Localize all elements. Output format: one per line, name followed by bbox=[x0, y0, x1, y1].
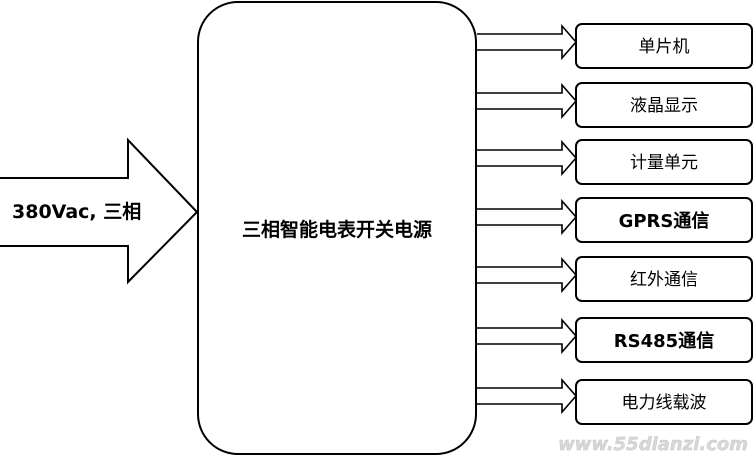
output-arrow bbox=[477, 377, 578, 415]
output-item-plc: 电力线载波 bbox=[477, 377, 753, 425]
output-arrow bbox=[477, 82, 578, 120]
output-item-gprs: GPRS通信 bbox=[477, 197, 753, 243]
output-arrow bbox=[477, 198, 578, 236]
output-arrow bbox=[477, 23, 578, 61]
output-box bbox=[575, 139, 753, 185]
output-item-mcu: 单片机 bbox=[477, 23, 753, 69]
output-box bbox=[575, 197, 753, 243]
output-item-lcd: 液晶显示 bbox=[477, 82, 753, 128]
output-label: 红外通信 bbox=[630, 270, 698, 290]
output-label: 电力线载波 bbox=[622, 393, 707, 413]
output-box bbox=[575, 23, 753, 69]
center-label: 三相智能电表开关电源 bbox=[242, 218, 432, 241]
input-label: 380Vac, 三相 bbox=[12, 201, 141, 223]
center-block: 三相智能电表开关电源 bbox=[197, 1, 477, 455]
output-arrow bbox=[477, 139, 578, 177]
output-arrow bbox=[477, 256, 578, 294]
output-box bbox=[575, 379, 753, 425]
output-box bbox=[575, 317, 753, 363]
watermark-text: www.55dianzi.com bbox=[558, 434, 748, 455]
output-arrow bbox=[477, 317, 578, 355]
output-label: RS485通信 bbox=[614, 330, 714, 352]
center-block-shape bbox=[197, 1, 477, 455]
output-item-rs485: RS485通信 bbox=[477, 317, 753, 363]
output-label: GPRS通信 bbox=[619, 210, 710, 232]
output-label: 计量单元 bbox=[630, 153, 698, 173]
output-item-metering: 计量单元 bbox=[477, 139, 753, 185]
output-list: 单片机 液晶显示 计量单元 GPRS通信 红外通信 RS485通信 bbox=[477, 23, 753, 425]
output-box bbox=[575, 256, 753, 302]
output-box bbox=[575, 82, 753, 128]
input-arrow: 380Vac, 三相 bbox=[0, 137, 199, 285]
output-label: 单片机 bbox=[639, 37, 690, 57]
output-label: 液晶显示 bbox=[630, 96, 698, 116]
output-item-infrared: 红外通信 bbox=[477, 256, 753, 302]
